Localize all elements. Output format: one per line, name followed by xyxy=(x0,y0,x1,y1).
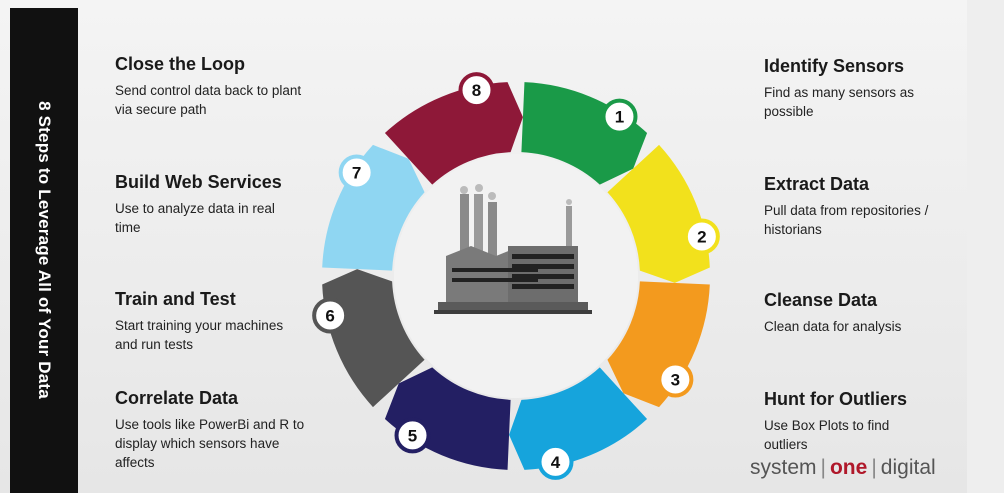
step-number-6: 6 xyxy=(325,307,334,326)
step-desc-7: Use to analyze data in real time xyxy=(115,201,275,235)
step-desc-3: Clean data for analysis xyxy=(764,319,902,334)
step-desc-4: Use Box Plots to find outliers xyxy=(764,418,890,452)
step-number-8: 8 xyxy=(472,81,481,100)
step-title-3: Cleanse Data xyxy=(764,290,878,310)
step-badge-4: 4 xyxy=(537,443,574,480)
step-badge-7: 7 xyxy=(338,154,375,191)
logo-separator: | xyxy=(820,456,826,479)
step-title-6: Train and Test xyxy=(115,289,236,309)
step-badge-6: 6 xyxy=(312,297,349,334)
step-number-3: 3 xyxy=(671,370,680,389)
ring-segment-7 xyxy=(322,144,425,271)
cycle-diagram: 1 2 3 4 5 6 7 8 xyxy=(312,72,720,480)
ring-segment-8 xyxy=(384,82,523,185)
step-text-7: Build Web Services Use to analyze data i… xyxy=(115,172,355,237)
logo-part-system: system xyxy=(750,456,817,479)
ring-segment-6 xyxy=(322,269,425,408)
step-number-4: 4 xyxy=(551,453,561,472)
step-text-3: Cleanse Data Clean data for analysis xyxy=(764,290,1004,336)
step-title-2: Extract Data xyxy=(764,174,870,194)
side-bar xyxy=(10,8,78,493)
ring-segment-5 xyxy=(384,367,511,470)
step-text-4: Hunt for Outliers Use Box Plots to find … xyxy=(764,389,1004,454)
step-text-8: Close the Loop Send control data back to… xyxy=(115,54,355,119)
step-title-4: Hunt for Outliers xyxy=(764,389,907,409)
step-text-6: Train and Test Start training your machi… xyxy=(115,289,355,354)
step-desc-6: Start training your machines and run tes… xyxy=(115,318,284,352)
step-text-1: Identify Sensors Find as many sensors as… xyxy=(764,56,1004,121)
step-number-5: 5 xyxy=(408,426,417,445)
step-badge-8: 8 xyxy=(458,72,495,109)
step-desc-5: Use tools like PowerBi and R to display … xyxy=(115,417,305,470)
step-title-1: Identify Sensors xyxy=(764,56,905,76)
ring-segment-4 xyxy=(509,367,648,470)
step-badge-5: 5 xyxy=(394,417,431,454)
step-title-8: Close the Loop xyxy=(115,54,245,74)
logo-part-digital: digital xyxy=(880,456,936,479)
factory-icon xyxy=(434,184,592,314)
side-title: 8 Steps to Leverage All of Your Data xyxy=(35,101,54,399)
step-badge-1: 1 xyxy=(601,98,638,135)
step-number-1: 1 xyxy=(615,108,624,127)
brand-logo: system|one|digital xyxy=(750,456,936,480)
ring-segment-3 xyxy=(607,281,710,408)
step-text-2: Extract Data Pull data from repositories… xyxy=(764,174,1004,239)
step-desc-1: Find as many sensors as possible xyxy=(764,85,915,119)
step-badge-3: 3 xyxy=(657,361,694,398)
step-desc-2: Pull data from repositories / historians xyxy=(764,203,929,237)
logo-separator: | xyxy=(871,456,877,479)
ring-segment-2 xyxy=(607,144,710,283)
step-title-7: Build Web Services xyxy=(115,172,282,192)
step-number-2: 2 xyxy=(697,227,706,246)
step-badge-2: 2 xyxy=(683,218,720,255)
step-title-5: Correlate Data xyxy=(115,388,239,408)
ring-segment-1 xyxy=(521,82,648,185)
step-text-5: Correlate Data Use tools like PowerBi an… xyxy=(115,388,355,472)
logo-part-one: one xyxy=(829,456,868,479)
step-number-7: 7 xyxy=(352,164,361,183)
step-desc-8: Send control data back to plant via secu… xyxy=(115,83,302,117)
